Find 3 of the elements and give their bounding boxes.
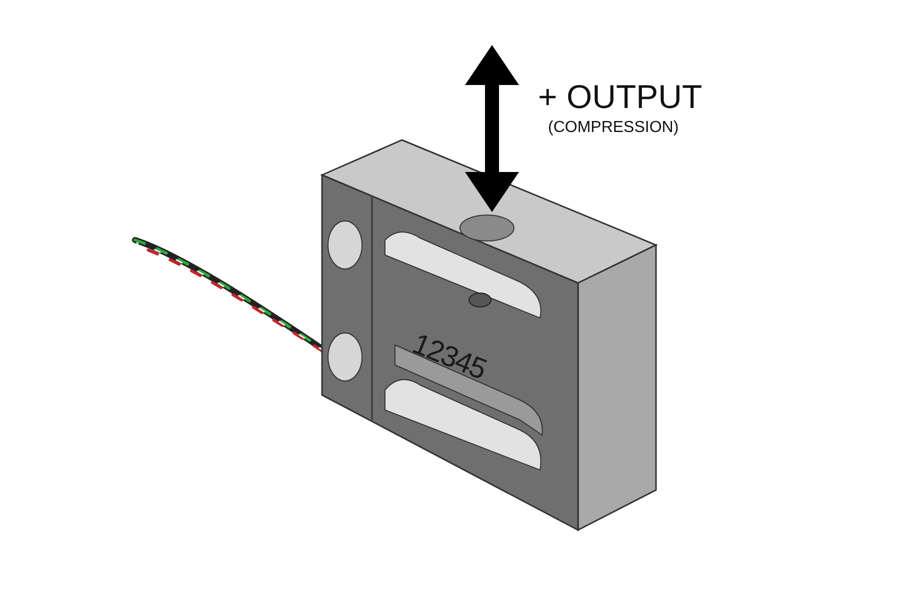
mode-label: (COMPRESSION) [548,119,679,137]
output-label: + OUTPUT [538,78,702,116]
serial-number: 12345 [408,328,490,387]
